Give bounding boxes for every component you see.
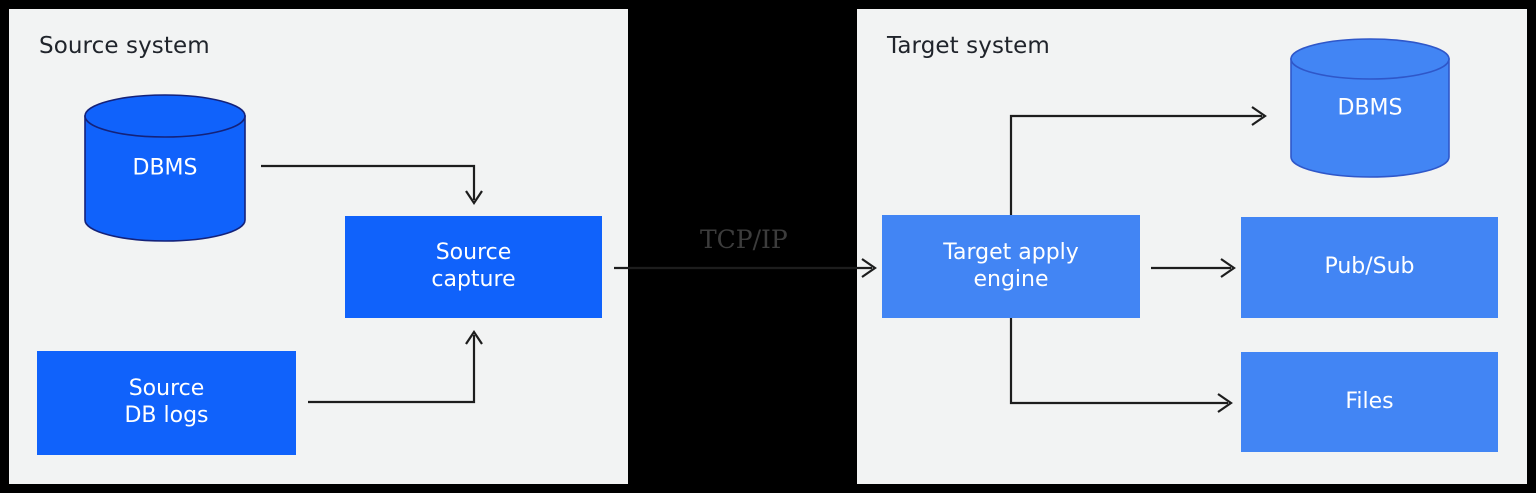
connector-capture-to-apply-engine <box>614 258 877 278</box>
target-files-label: Files <box>1345 388 1394 414</box>
target-system-title: Target system <box>887 33 1050 59</box>
target-pubsub-label: Pub/Sub <box>1324 254 1415 280</box>
source-db-logs-label: Source DB logs <box>124 376 209 428</box>
target-files-box: Files <box>1241 352 1498 452</box>
target-apply-engine-label: Target apply engine <box>943 239 1079 292</box>
tcpip-link-label: TCP/IP <box>700 225 788 254</box>
source-system-title: Source system <box>39 33 210 59</box>
source-dbms-cylinder: DBMS <box>84 94 246 242</box>
target-apply-engine-box: Target apply engine <box>882 215 1140 318</box>
source-capture-label: Source capture <box>431 240 516 292</box>
source-capture-box: Source capture <box>345 216 602 318</box>
target-pubsub-box: Pub/Sub <box>1241 217 1498 318</box>
source-db-logs-box: Source DB logs <box>37 351 296 455</box>
target-dbms-cylinder: DBMS <box>1290 38 1450 178</box>
